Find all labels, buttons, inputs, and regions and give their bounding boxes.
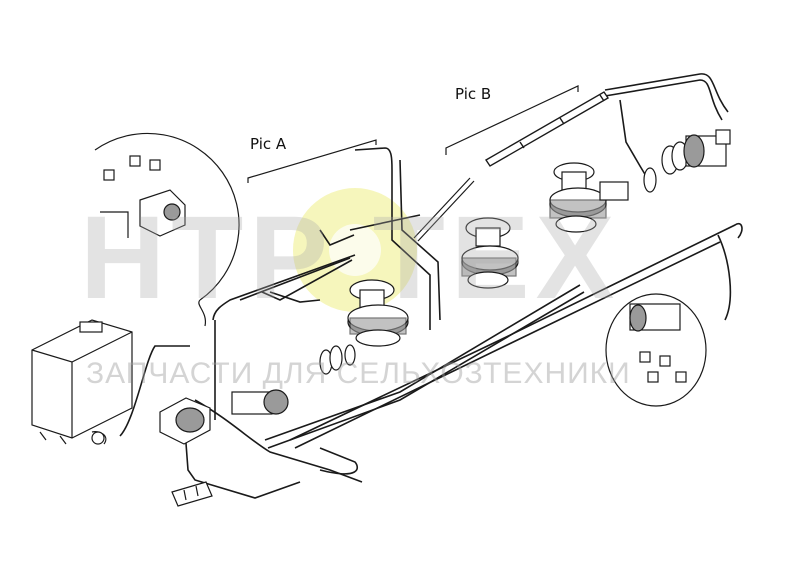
watermark-brand: НТР ТЕХ bbox=[80, 192, 621, 324]
pic-b-pipe bbox=[485, 91, 609, 167]
mounting-bracket bbox=[171, 481, 213, 507]
watermark-gear-logo bbox=[293, 188, 417, 312]
detail-circle-valve bbox=[94, 132, 240, 327]
pic-a-label: Pic A bbox=[250, 135, 287, 153]
watermark-tagline: ЗАПЧАСТИ ДЛЯ СЕЛЬХОЗТЕХНИКИ bbox=[86, 357, 631, 390]
rotary-union-left bbox=[347, 279, 409, 347]
rotary-union-right bbox=[549, 162, 629, 233]
detail-circle-motor bbox=[605, 293, 707, 407]
hydraulic-motor-top bbox=[683, 129, 731, 168]
hydraulic-lines bbox=[119, 73, 743, 499]
main-pump bbox=[159, 389, 289, 445]
threaded-rod bbox=[413, 177, 475, 242]
pic-b-label: Pic B bbox=[455, 85, 492, 103]
pic-a-bracket bbox=[247, 139, 377, 183]
pic-b-bracket bbox=[445, 85, 579, 155]
hydraulic-tank bbox=[31, 319, 133, 445]
rotary-union-center bbox=[461, 217, 519, 289]
